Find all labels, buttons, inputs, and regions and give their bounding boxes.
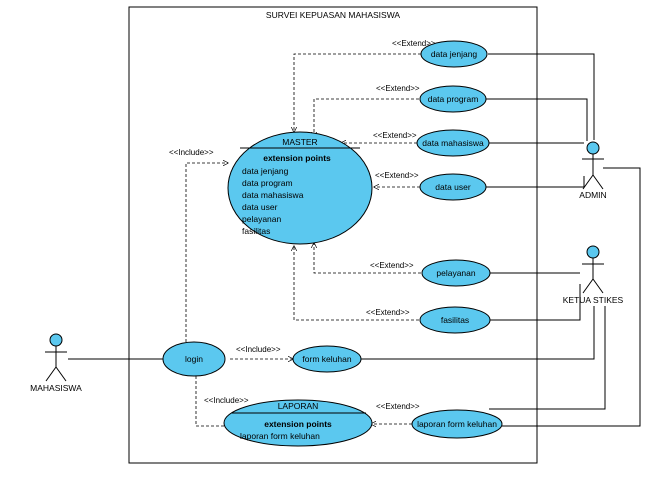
extend-label-data-mahasiswa: <<Extend>>: [373, 131, 417, 140]
master-point: data user: [242, 202, 278, 212]
master-point: pelayanan: [242, 214, 282, 224]
master-point: data program: [242, 178, 293, 188]
assoc-admin-data-jenjang: [488, 53, 595, 140]
actor-head: [586, 245, 600, 259]
actor-label: ADMIN: [579, 190, 606, 200]
actor-admin[interactable]: ADMIN: [579, 141, 607, 200]
usecase-label: form keluhan: [302, 354, 351, 364]
assoc-ketua-form-keluhan: [361, 306, 595, 360]
usecase-login[interactable]: login: [162, 341, 226, 377]
master-title: MASTER: [282, 137, 317, 147]
laporan-title: LAPORAN: [278, 401, 319, 411]
actor-ketua-stikes[interactable]: KETUA STIKES: [563, 245, 624, 305]
usecase-label: data mahasiswa: [422, 138, 484, 148]
master-point: data mahasiswa: [242, 190, 304, 200]
usecase-pelayanan[interactable]: pelayanan: [421, 259, 491, 287]
laporan-point: laporan form keluhan: [240, 431, 320, 441]
laporan-ext-header: extension points: [264, 419, 332, 429]
extend-data-jenjang: [294, 53, 421, 132]
usecase-label: pelayanan: [436, 268, 476, 278]
usecase-label: data jenjang: [431, 49, 478, 59]
usecase-form-keluhan[interactable]: form keluhan: [292, 345, 362, 373]
extend-label-pelayanan: <<Extend>>: [370, 261, 414, 270]
extend-data-program: [314, 98, 419, 137]
include-master: [185, 163, 228, 342]
usecase-master[interactable]: MASTER extension points data jenjang dat…: [227, 131, 373, 245]
usecase-label: data program: [428, 94, 479, 104]
master-point: data jenjang: [242, 166, 289, 176]
extend-label-fasilitas: <<Extend>>: [366, 308, 410, 317]
extend-fasilitas: [294, 246, 419, 321]
assoc-ketua-laporan: [489, 306, 606, 410]
actor-head: [49, 333, 63, 347]
actor-label: MAHASISWA: [30, 383, 82, 393]
extend-label-data-program: <<Extend>>: [376, 84, 420, 93]
actor-mahasiswa[interactable]: MAHASISWA: [30, 333, 82, 393]
actor-label: KETUA STIKES: [563, 295, 624, 305]
master-point: fasilitas: [242, 226, 270, 236]
include-label-master: <<Include>>: [169, 148, 214, 157]
assoc-admin-laporan: [502, 167, 641, 427]
assoc-ketua-fasilitas: [490, 284, 581, 321]
usecase-data-program[interactable]: data program: [419, 85, 487, 113]
include-label-form-keluhan: <<Include>>: [236, 345, 281, 354]
extend-label-laporan: <<Extend>>: [376, 402, 420, 411]
usecase-label: data user: [435, 182, 471, 192]
system-boundary: [128, 6, 538, 464]
master-ext-header: extension points: [263, 153, 331, 163]
usecase-label: fasilitas: [441, 315, 469, 325]
usecase-label: laporan form keluhan: [417, 419, 497, 429]
assoc-admin-data-user: [486, 176, 585, 188]
include-label-laporan: <<Include>>: [204, 396, 249, 405]
assoc-admin-data-program: [486, 98, 588, 141]
usecase-laporan[interactable]: LAPORAN extension points laporan form ke…: [223, 399, 373, 447]
extend-label-data-jenjang: <<Extend>>: [392, 39, 436, 48]
usecase-label: login: [185, 354, 203, 364]
usecase-data-jenjang[interactable]: data jenjang: [420, 40, 488, 68]
usecase-data-user[interactable]: data user: [419, 173, 487, 201]
usecase-fasilitas[interactable]: fasilitas: [419, 306, 491, 334]
usecase-data-mahasiswa[interactable]: data mahasiswa: [416, 129, 490, 157]
extend-pelayanan: [314, 243, 421, 274]
usecase-laporan-form-keluhan[interactable]: laporan form keluhan: [411, 409, 503, 439]
system-title: SURVEI KEPUASAN MAHASISWA: [266, 10, 400, 20]
extend-label-data-user: <<Extend>>: [375, 171, 419, 180]
actor-head: [586, 141, 600, 155]
include-laporan: [195, 376, 232, 426]
